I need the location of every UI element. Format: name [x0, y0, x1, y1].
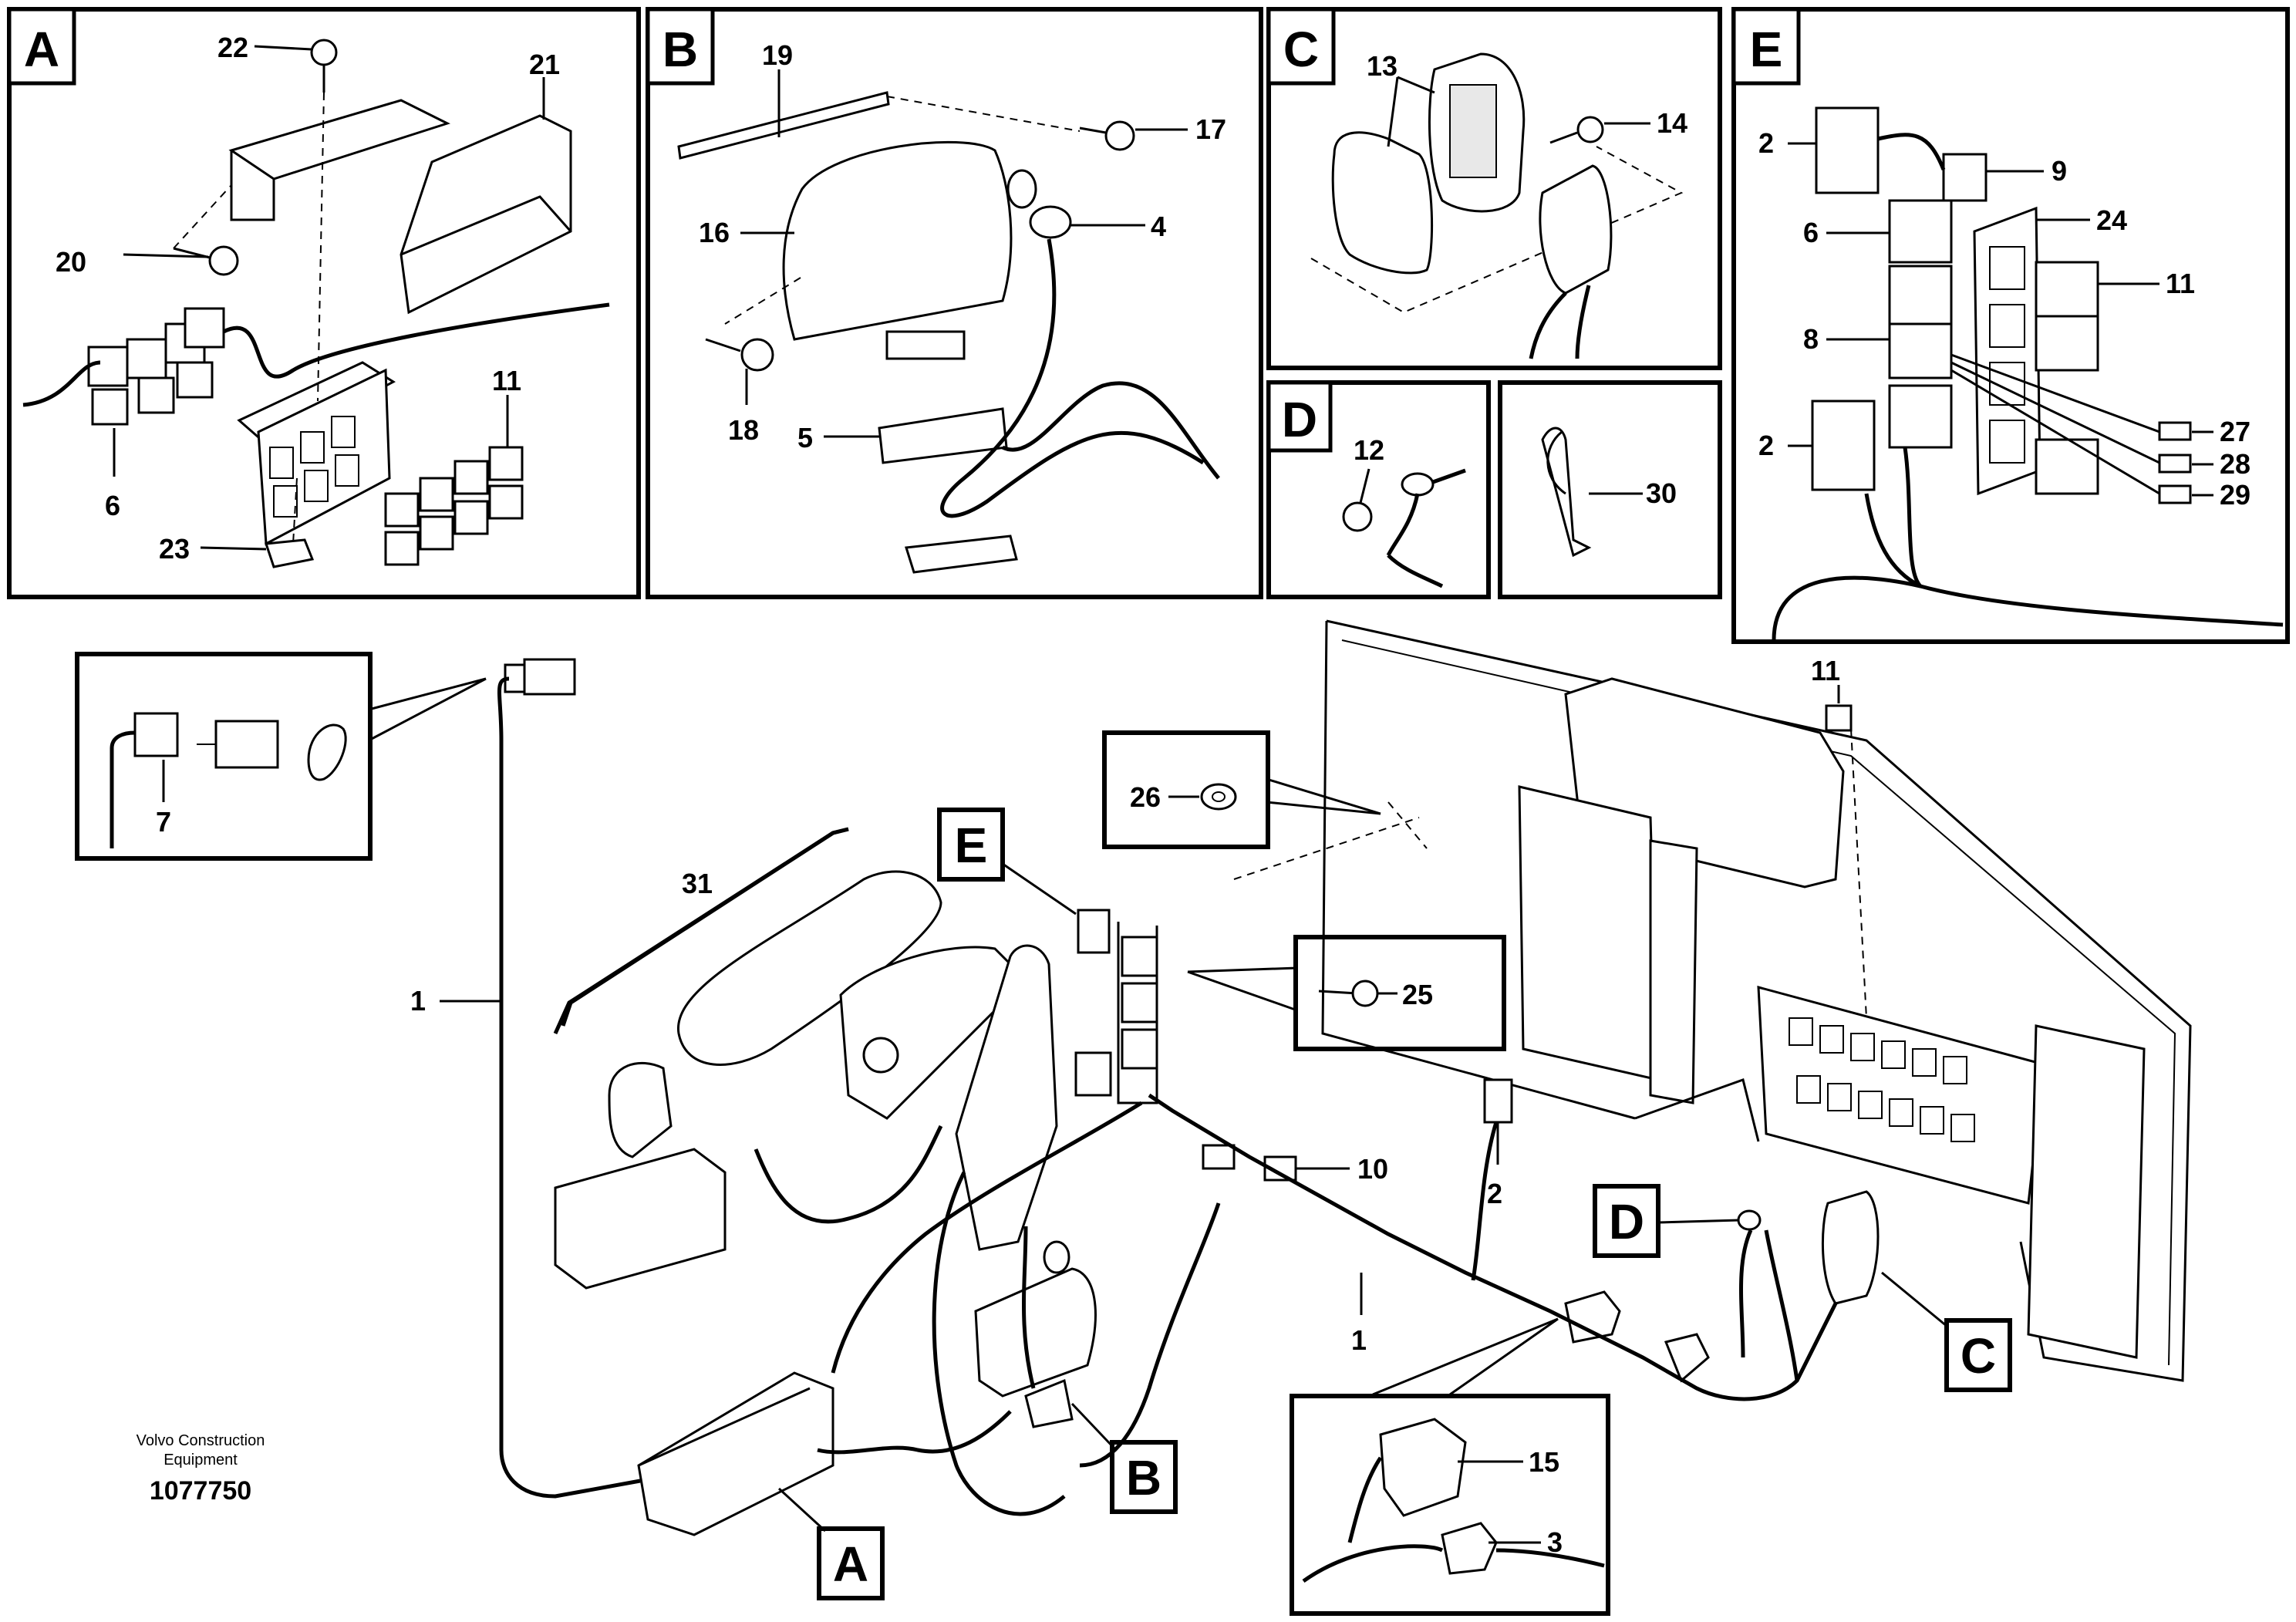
- panel-connector-detail: 15 3: [1290, 1317, 1610, 1616]
- callout-detail-3: 3: [1547, 1526, 1563, 1558]
- panel-a: A: [7, 7, 641, 599]
- panel-b: B 19 17 16 4 18 5: [646, 7, 1263, 599]
- callout-b-5: 5: [797, 422, 813, 454]
- callout-main-11: 11: [1811, 655, 1840, 686]
- callout-e-27: 27: [2220, 416, 2250, 447]
- ref-label-d: D: [1609, 1194, 1644, 1249]
- callout-a-20: 20: [56, 246, 86, 278]
- callout-main-2: 2: [1487, 1178, 1502, 1209]
- callout-detail-25: 25: [1402, 979, 1433, 1010]
- callout-b-17: 17: [1195, 113, 1226, 145]
- callout-c-14: 14: [1657, 107, 1687, 139]
- main-assembly: 1 31 1 10 2 11 E D C B A: [410, 619, 2192, 1600]
- panel-e: E 2 9 6 24 11: [1731, 7, 2290, 644]
- panel-d-letter: D: [1282, 392, 1317, 447]
- panel-a-letter: A: [24, 22, 59, 77]
- panel-e-letter: E: [1750, 22, 1783, 77]
- callout-detail-26: 26: [1130, 781, 1161, 813]
- panel-c: C 13 14: [1266, 7, 1722, 370]
- ref-label-b: B: [1126, 1450, 1161, 1506]
- callout-b-16: 16: [699, 217, 730, 248]
- callout-c-13: 13: [1367, 50, 1397, 82]
- panel-screw-detail: 25: [1187, 935, 1506, 1051]
- callout-b-4: 4: [1151, 211, 1166, 242]
- callout-d-12: 12: [1354, 434, 1384, 466]
- callout-main-1-left: 1: [410, 985, 426, 1017]
- ref-label-c: C: [1961, 1328, 1996, 1384]
- callout-a-21: 21: [529, 49, 560, 80]
- callout-e-11: 11: [2166, 268, 2195, 299]
- callout-tie-30: 30: [1646, 477, 1677, 509]
- callout-b-19: 19: [762, 39, 793, 71]
- callout-e-2-bottom: 2: [1758, 430, 1774, 461]
- callout-main-10: 10: [1357, 1153, 1388, 1185]
- document-number: 1077750: [150, 1476, 251, 1506]
- callout-main-1-center: 1: [1351, 1324, 1367, 1356]
- panel-b-letter: B: [663, 22, 698, 77]
- ref-label-e: E: [955, 818, 988, 873]
- panel-c-letter: C: [1283, 22, 1319, 77]
- callout-a-22: 22: [217, 32, 248, 63]
- panel-switch-detail: 7: [75, 652, 487, 861]
- callout-a-23: 23: [159, 533, 190, 565]
- callout-e-29: 29: [2220, 479, 2250, 511]
- panel-nut-detail: 26: [1102, 730, 1381, 849]
- callout-a-11: 11: [492, 365, 521, 396]
- callout-e-24: 24: [2096, 204, 2127, 236]
- callout-main-31: 31: [682, 868, 713, 899]
- panel-d: D 12: [1266, 380, 1491, 599]
- callout-b-18: 18: [728, 414, 759, 446]
- callout-e-28: 28: [2220, 448, 2250, 480]
- ref-label-a: A: [833, 1536, 868, 1592]
- credit-line-1: Volvo Construction: [137, 1432, 265, 1449]
- callout-e-9: 9: [2052, 155, 2067, 187]
- credit-block: Volvo Construction Equipment 1077750: [137, 1432, 265, 1506]
- panel-cable-tie: 30: [1498, 380, 1722, 599]
- callout-e-6: 6: [1803, 217, 1819, 248]
- callout-e-2-top: 2: [1758, 127, 1774, 159]
- credit-line-2: Equipment: [164, 1452, 238, 1469]
- callout-e-8: 8: [1803, 323, 1819, 355]
- callout-a-6: 6: [105, 490, 120, 521]
- callout-switch-7: 7: [156, 806, 171, 838]
- callout-detail-15: 15: [1529, 1446, 1559, 1478]
